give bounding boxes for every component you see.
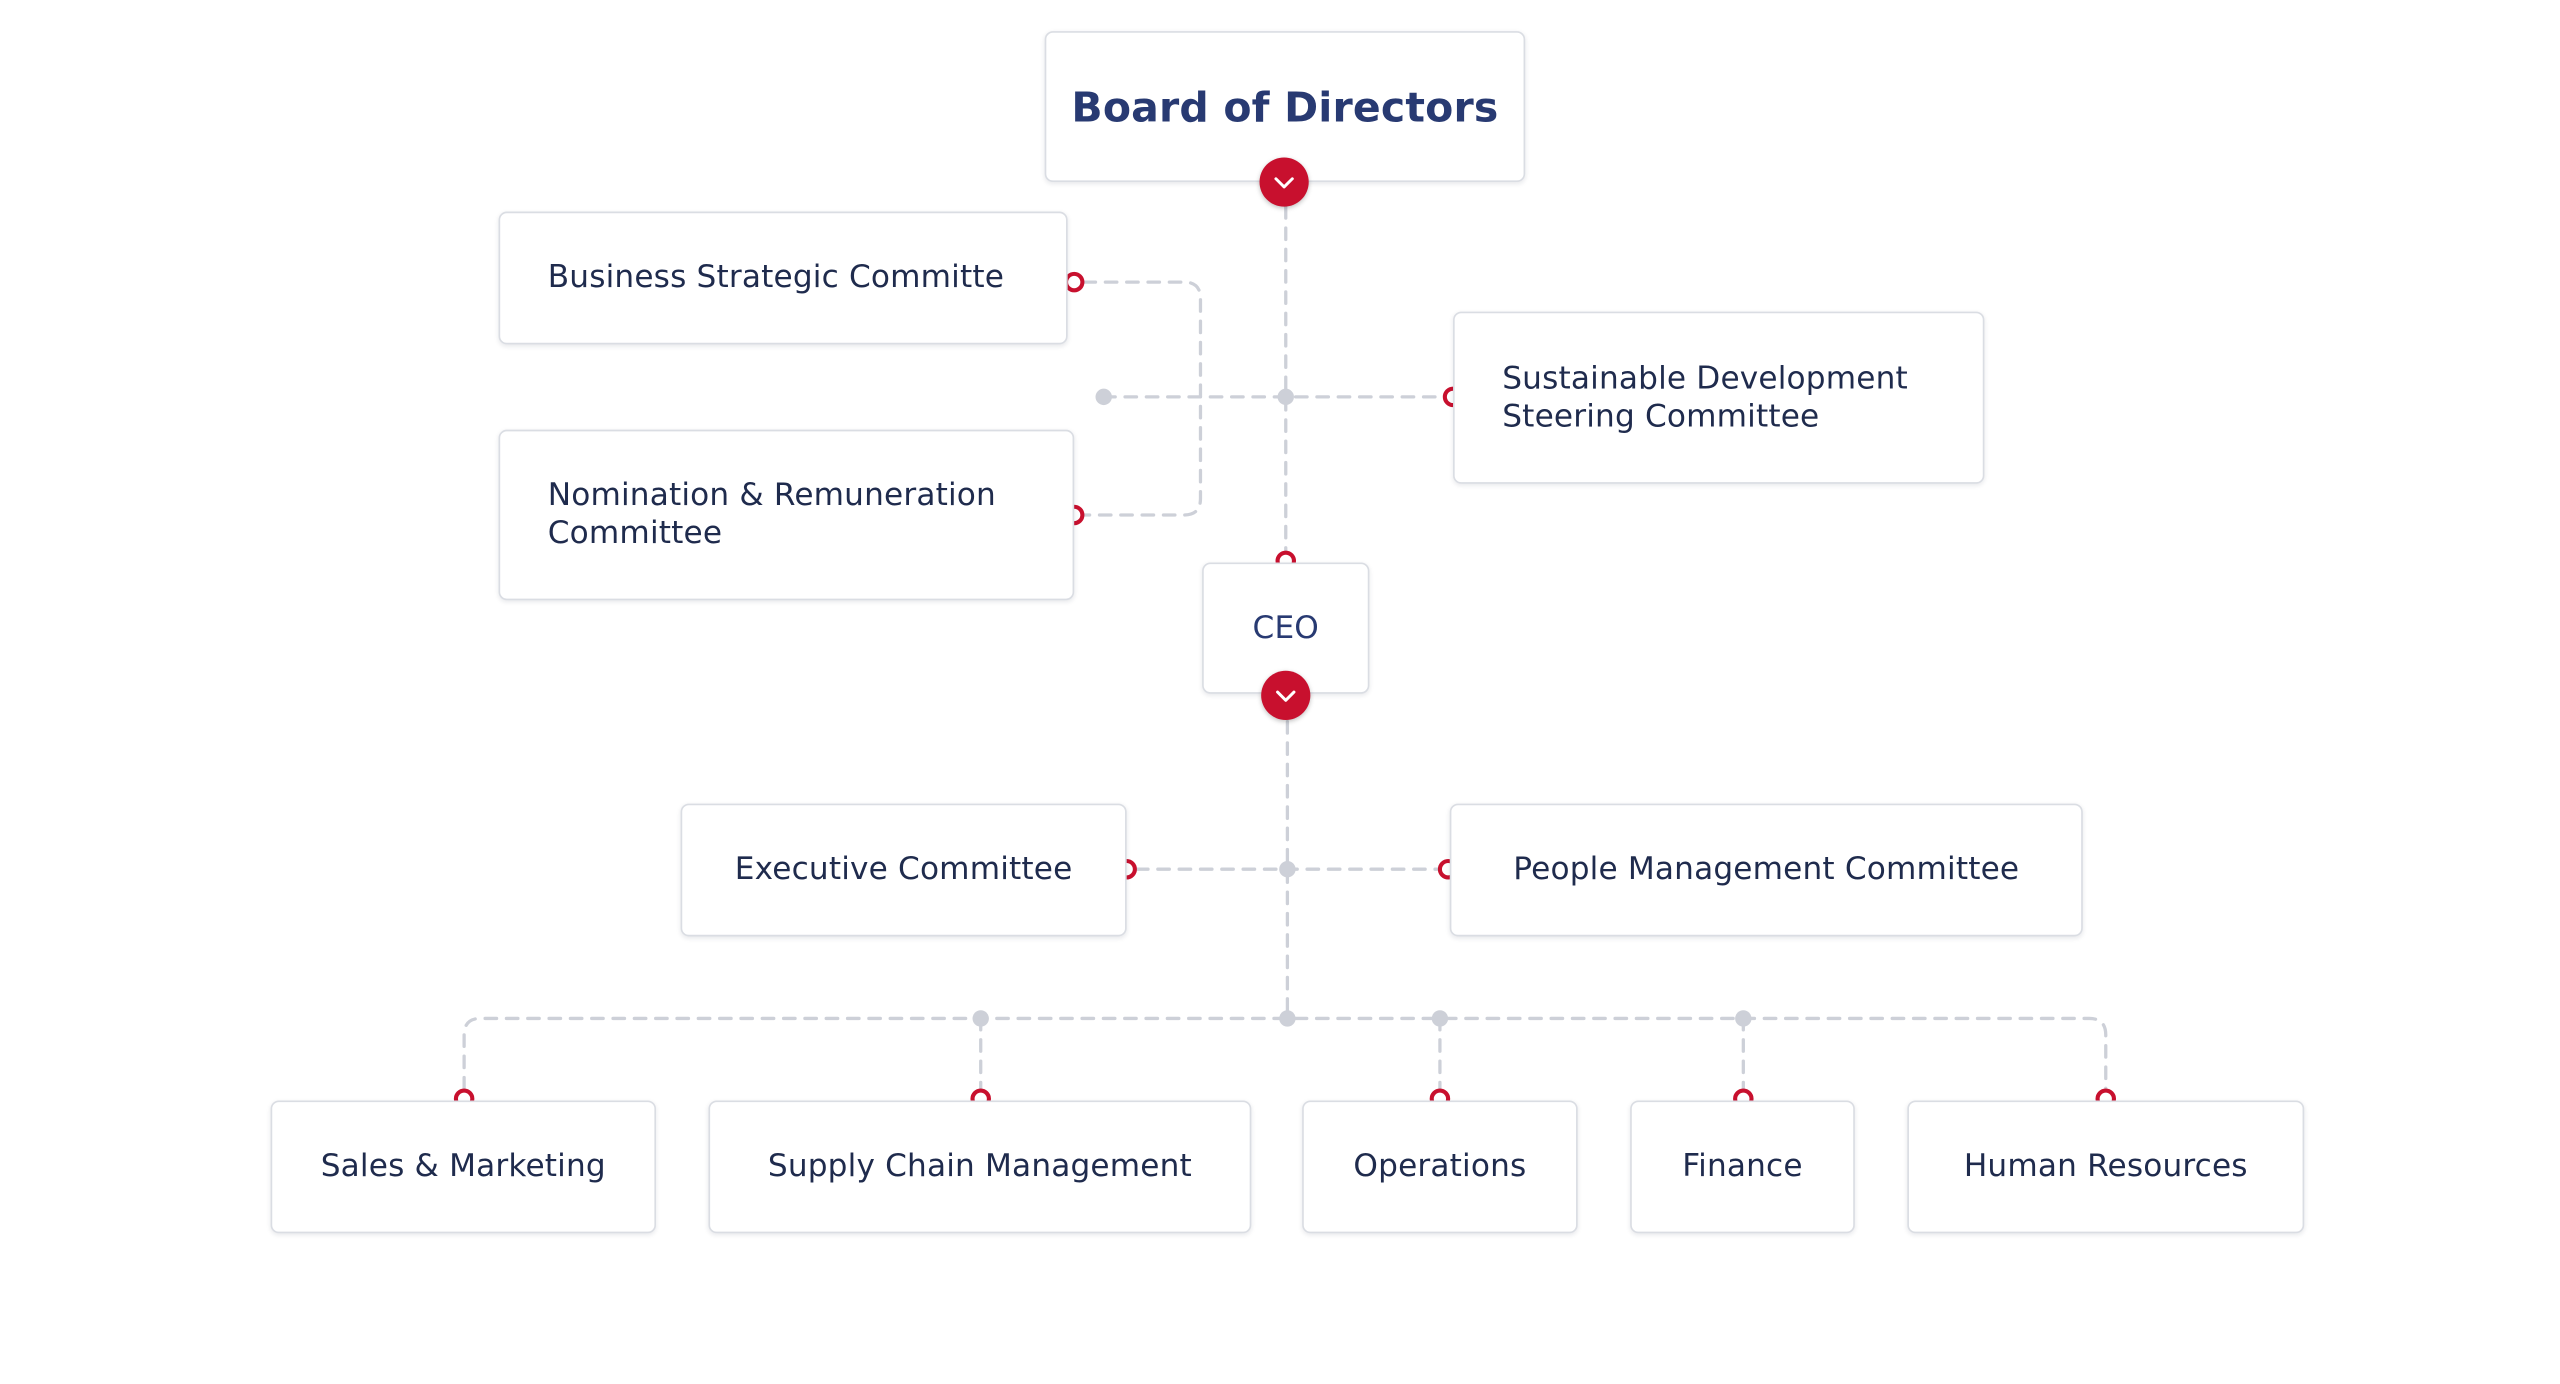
- department-label: Human Resources: [1963, 1148, 2248, 1185]
- chevron-down-icon: [1274, 176, 1294, 188]
- people-management-committee-label: People Management Committee: [1513, 851, 2020, 888]
- department-human-resources-node[interactable]: Human Resources: [1907, 1100, 2305, 1234]
- executive-committee-node[interactable]: Executive Committee: [680, 803, 1127, 937]
- board-expand-toggle[interactable]: [1259, 157, 1309, 207]
- business-strategic-committee-node[interactable]: Business Strategic Committe: [498, 211, 1068, 345]
- junction-dot: [1277, 388, 1294, 406]
- junction-dot: [1279, 861, 1296, 878]
- connector-left-bracket: [1082, 280, 1203, 517]
- department-label: Finance: [1682, 1148, 1803, 1185]
- department-label: Supply Chain Management: [767, 1148, 1192, 1185]
- junction-dot: [1431, 1010, 1449, 1027]
- sustainable-development-committee-node[interactable]: Sustainable Development Steering Committ…: [1453, 311, 1985, 484]
- anchor-business-strategic: [1063, 271, 1085, 293]
- connector-dept-bus: [462, 1016, 2108, 1091]
- chevron-down-icon: [1276, 689, 1296, 701]
- nomination-remuneration-committee-node[interactable]: Nomination & Remuneration Committee: [498, 429, 1075, 601]
- ceo-label: CEO: [1252, 609, 1319, 646]
- board-of-directors-label: Board of Directors: [1071, 82, 1499, 131]
- department-finance-node[interactable]: Finance: [1630, 1100, 1855, 1234]
- department-sales-marketing-node[interactable]: Sales & Marketing: [270, 1100, 656, 1234]
- people-management-committee-node[interactable]: People Management Committee: [1449, 803, 2083, 937]
- department-operations-node[interactable]: Operations: [1302, 1100, 1578, 1234]
- department-label: Operations: [1353, 1148, 1527, 1185]
- board-of-directors-node[interactable]: Board of Directors: [1044, 31, 1526, 183]
- junction-dot: [1279, 1010, 1296, 1027]
- junction-dot: [1095, 388, 1112, 406]
- ceo-expand-toggle[interactable]: [1261, 670, 1311, 720]
- department-supply-chain-node[interactable]: Supply Chain Management: [708, 1100, 1252, 1234]
- junction-dot: [1735, 1010, 1752, 1027]
- sustainable-development-committee-label: Sustainable Development Steering Committ…: [1502, 359, 1908, 434]
- executive-committee-label: Executive Committee: [734, 851, 1073, 888]
- junction-dot: [972, 1010, 989, 1027]
- nomination-remuneration-committee-label: Nomination & Remuneration Committee: [547, 477, 996, 552]
- business-strategic-committee-label: Business Strategic Committe: [547, 259, 1005, 296]
- department-label: Sales & Marketing: [320, 1148, 606, 1185]
